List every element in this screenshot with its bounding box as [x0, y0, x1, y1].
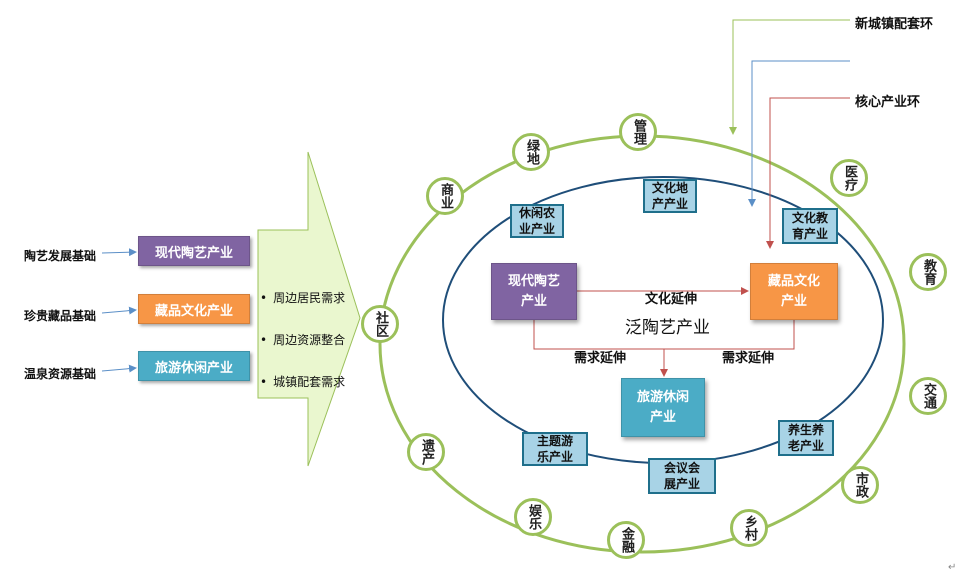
industry-wellness-elderly: 养生养老产业 — [778, 420, 834, 456]
industry-culture-education: 文化教育产业 — [782, 208, 838, 244]
industry-culture-realestate: 文化地产产业 — [643, 179, 697, 213]
merge-arrow — [257, 151, 361, 467]
ring-node-finance: 金融 — [607, 521, 645, 559]
demand-item: 周边居民需求 — [260, 289, 345, 306]
industry-leisure-agriculture: 休闲农业产业 — [510, 204, 564, 238]
outer-ring-leader — [729, 19, 850, 135]
ring-node-commerce: 商业 — [426, 177, 464, 215]
core-box-tourism: 旅游休闲产业 — [621, 378, 705, 437]
flow-label-culture: 文化延伸 — [645, 292, 698, 307]
ring-node-entertainment: 娱乐 — [514, 498, 552, 536]
inner-ring-leader — [766, 97, 850, 249]
base-arrow-2 — [101, 306, 137, 315]
base-arrow-1 — [101, 248, 137, 257]
base-label: 珍贵藏品基础 — [24, 309, 97, 323]
ring-node-community: 社区 — [361, 305, 399, 343]
industry-theme-park: 主题游乐产业 — [522, 432, 588, 466]
ring-node-heritage: 遗产 — [407, 433, 445, 471]
ring-node-medical: 医疗 — [830, 159, 868, 197]
paragraph-mark: ↵ — [948, 562, 957, 573]
outer-ring-label: 新城镇配套环 — [855, 17, 934, 32]
demand-item: 城镇配套需求 — [260, 373, 345, 390]
flow-demand-left — [533, 320, 668, 377]
source-box-collection: 藏品文化产业 — [138, 294, 250, 324]
core-title: 泛陶艺产业 — [625, 318, 710, 338]
base-label: 陶艺发展基础 — [24, 249, 97, 263]
base-arrow-3 — [101, 364, 137, 373]
flow-label-demand-right: 需求延伸 — [722, 351, 775, 366]
ring-node-education: 教育 — [909, 253, 947, 291]
base-label: 温泉资源基础 — [24, 367, 97, 381]
source-box-tourism: 旅游休闲产业 — [138, 351, 250, 381]
ring-node-management: 管理 — [619, 113, 657, 151]
core-box-ceramics: 现代陶艺产业 — [491, 263, 577, 320]
blue-leader — [748, 60, 850, 207]
flow-label-demand-left: 需求延伸 — [574, 351, 627, 366]
demand-item: 周边资源整合 — [260, 331, 345, 348]
ring-node-village: 乡村 — [730, 509, 768, 547]
industry-convention: 会议会展产业 — [648, 458, 716, 494]
ring-node-greenland: 绿地 — [512, 133, 550, 171]
core-box-collection: 藏品文化产业 — [750, 263, 838, 320]
source-box-ceramics: 现代陶艺产业 — [138, 236, 250, 266]
ring-node-municipal: 市政 — [841, 466, 879, 504]
flow-demand-right — [664, 320, 795, 350]
ring-node-transport: 交通 — [909, 377, 947, 415]
inner-ring-label: 核心产业环 — [855, 95, 921, 110]
